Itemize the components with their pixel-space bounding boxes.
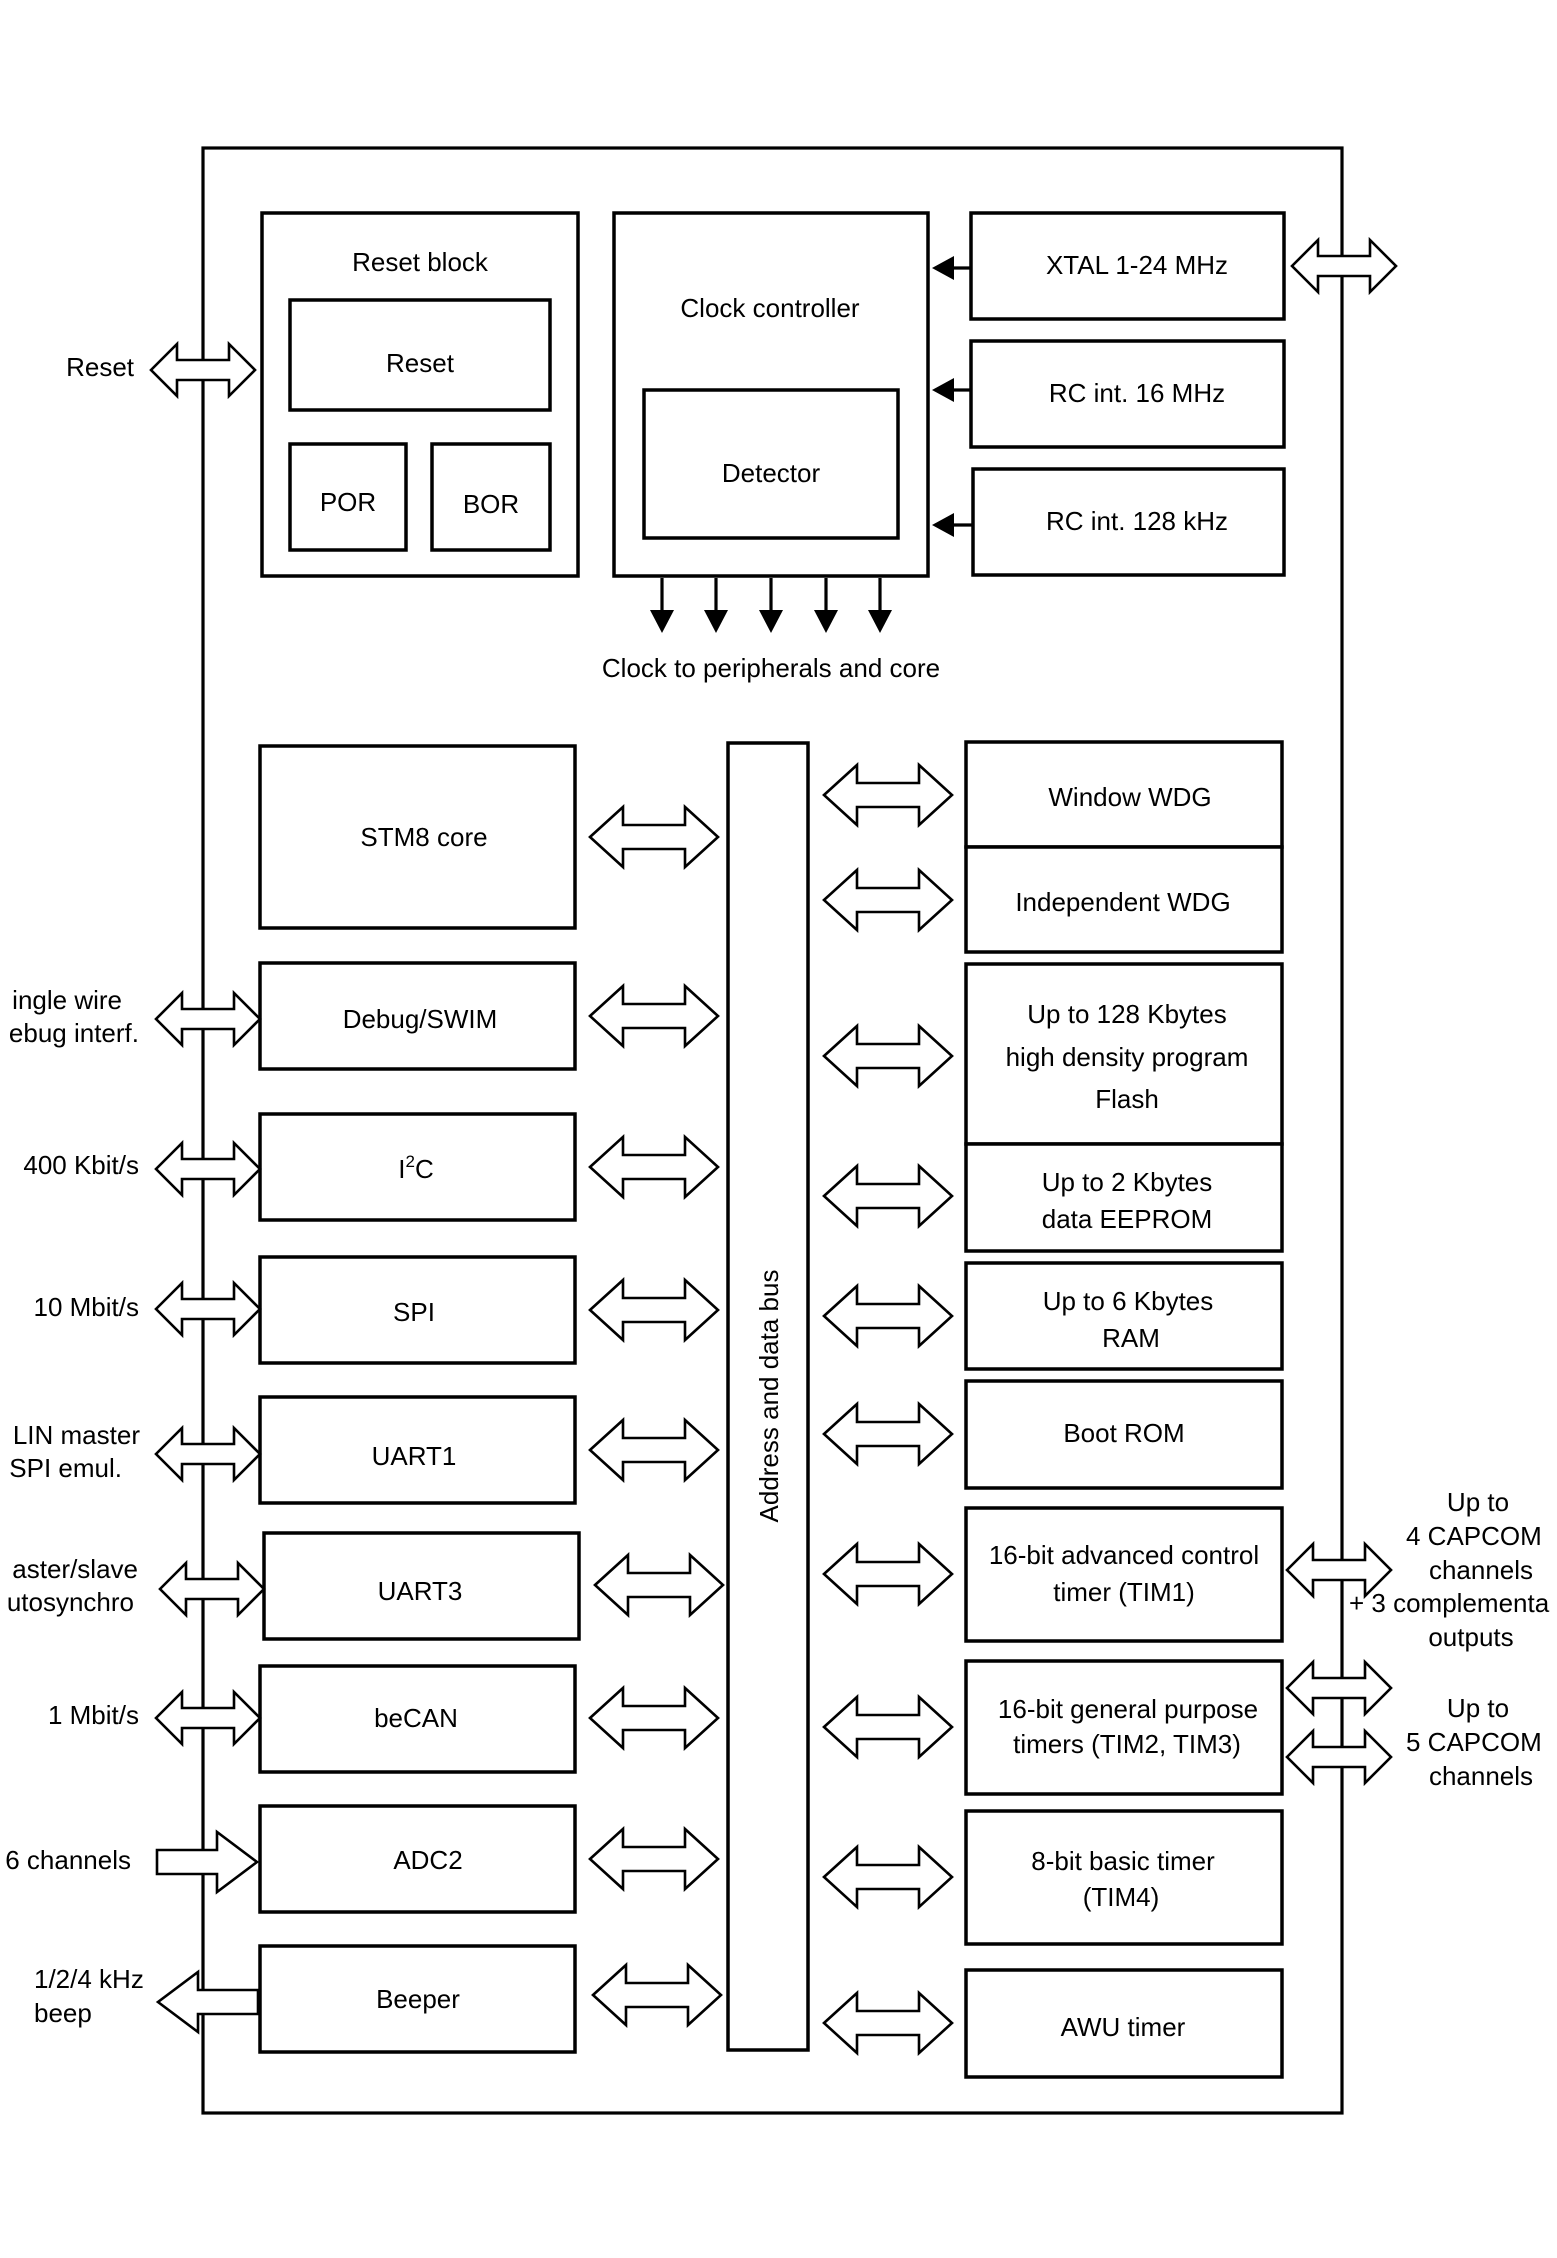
ext-i2c-label: 400 Kbit/s	[23, 1150, 139, 1180]
debug-swim-box	[258, 961, 577, 1071]
detector-label: Detector	[722, 458, 821, 488]
window-wdg-label: Window WDG	[1048, 782, 1211, 812]
ext-uart3-label-1: aster/slave	[12, 1554, 138, 1584]
boot-rom-label: Boot ROM	[1063, 1418, 1184, 1448]
flash-label-1: Up to 128 Kbytes	[1027, 999, 1226, 1029]
debug-swim-label: Debug/SWIM	[343, 1004, 498, 1034]
clock-distribution-arrows	[650, 578, 892, 633]
rc16-label: RC int. 16 MHz	[1049, 378, 1225, 408]
device-frame	[201, 146, 1344, 2115]
tim23-label-2: timers (TIM2, TIM3)	[1013, 1729, 1241, 1759]
i2c-label-sup: 2	[405, 1152, 414, 1171]
stm8-core-label: STM8 core	[360, 822, 487, 852]
flash-label-3: Flash	[1095, 1084, 1159, 1114]
beeper-label: Beeper	[376, 1984, 460, 2014]
ext-beep-label-1: 1/2/4 kHz	[34, 1964, 144, 1994]
awu-timer-box	[964, 1968, 1284, 2079]
clock-peripherals-label: Clock to peripherals and core	[602, 653, 940, 683]
rc128-box	[971, 467, 1286, 577]
eeprom-label-2: data EEPROM	[1042, 1204, 1213, 1234]
becan-label: beCAN	[374, 1703, 458, 1733]
i2c-label-main: I	[398, 1154, 405, 1184]
uart3-box	[262, 1531, 581, 1641]
ext-beep-label-2: beep	[34, 1998, 92, 2028]
ext-tim1-label-4: + 3 complementa	[1349, 1588, 1550, 1618]
por-label: POR	[320, 487, 376, 517]
i2c-box	[258, 1112, 577, 1222]
ext-spi-label: 10 Mbit/s	[34, 1292, 140, 1322]
tim4-label-1: 8-bit basic timer	[1031, 1846, 1215, 1876]
independent-wdg-label: Independent WDG	[1015, 887, 1230, 917]
window-wdg-box	[964, 740, 1284, 849]
independent-wdg-box	[964, 845, 1284, 954]
adc2-box	[258, 1804, 577, 1914]
reset-box	[288, 298, 552, 412]
ext-adc-label: 6 channels	[5, 1845, 131, 1875]
uart1-box	[258, 1395, 577, 1505]
left-bus-arrows	[588, 805, 725, 2027]
ext-tim23-label-1: Up to	[1447, 1693, 1509, 1723]
eeprom-label-1: Up to 2 Kbytes	[1042, 1167, 1213, 1197]
ext-tim1-label-2: 4 CAPCOM	[1406, 1521, 1542, 1551]
xtal-box	[969, 211, 1286, 321]
clock-source-arrows	[932, 256, 973, 537]
ext-tim23-label-2: 5 CAPCOM	[1406, 1727, 1542, 1757]
adc2-label: ADC2	[393, 1845, 462, 1875]
ext-tim23-label-3: channels	[1429, 1761, 1533, 1791]
ext-tim1-label-5: outputs	[1428, 1622, 1513, 1652]
reset-box-label: Reset	[386, 348, 455, 378]
rc128-label: RC int. 128 kHz	[1046, 506, 1228, 536]
address-data-bus	[726, 741, 810, 2052]
rc16-box	[969, 339, 1286, 449]
right-bus-arrows	[822, 763, 954, 2055]
stm8-core-box	[258, 744, 577, 930]
ext-uart3-label-2: utosynchro	[7, 1587, 134, 1617]
ram-label-2: RAM	[1102, 1323, 1160, 1353]
reset-block-title: Reset block	[352, 247, 489, 277]
ext-uart1-label-2: SPI emul.	[9, 1453, 122, 1483]
uart3-label: UART3	[378, 1576, 463, 1606]
ext-uart1-label-1: LIN master	[13, 1420, 140, 1450]
ext-swim-label-1: ingle wire	[12, 985, 122, 1015]
ram-label-1: Up to 6 Kbytes	[1043, 1286, 1214, 1316]
detector-box	[642, 388, 900, 540]
ext-tim1-label-1: Up to	[1447, 1487, 1509, 1517]
left-external-arrows	[149, 342, 266, 2034]
por-box	[288, 442, 408, 552]
becan-box	[258, 1664, 577, 1774]
spi-label: SPI	[393, 1297, 435, 1327]
awu-timer-label: AWU timer	[1061, 2012, 1186, 2042]
eeprom-box	[964, 1142, 1284, 1253]
ext-can-label: 1 Mbit/s	[48, 1700, 139, 1730]
xtal-label: XTAL 1-24 MHz	[1046, 250, 1228, 280]
tim1-label-1: 16-bit advanced control	[989, 1540, 1259, 1570]
i2c-label-tail: C	[415, 1154, 434, 1184]
tim23-label-1: 16-bit general purpose	[998, 1694, 1258, 1724]
ext-tim1-label-3: channels	[1429, 1555, 1533, 1585]
flash-label-2: high density program	[1006, 1042, 1249, 1072]
tim1-box	[964, 1506, 1284, 1643]
tim1-label-2: timer (TIM1)	[1053, 1577, 1195, 1607]
ext-reset-label: Reset	[66, 352, 135, 382]
reset-block: Reset block Reset POR BOR	[260, 211, 580, 578]
boot-rom-box	[964, 1379, 1284, 1490]
ram-box	[964, 1261, 1284, 1371]
tim4-label-2: (TIM4)	[1083, 1882, 1160, 1912]
tim23-box	[964, 1659, 1284, 1796]
beeper-box	[258, 1944, 577, 2054]
tim4-box	[964, 1809, 1284, 1946]
bor-box	[430, 442, 552, 552]
bor-label: BOR	[463, 489, 519, 519]
i2c-label: I2C	[398, 1152, 433, 1184]
uart1-label: UART1	[372, 1441, 457, 1471]
bus-label: Address and data bus	[754, 1270, 784, 1523]
clock-controller-title: Clock controller	[680, 293, 860, 323]
clock-controller: Clock controller Detector	[612, 211, 930, 578]
ext-swim-label-2: ebug interf.	[9, 1018, 139, 1048]
